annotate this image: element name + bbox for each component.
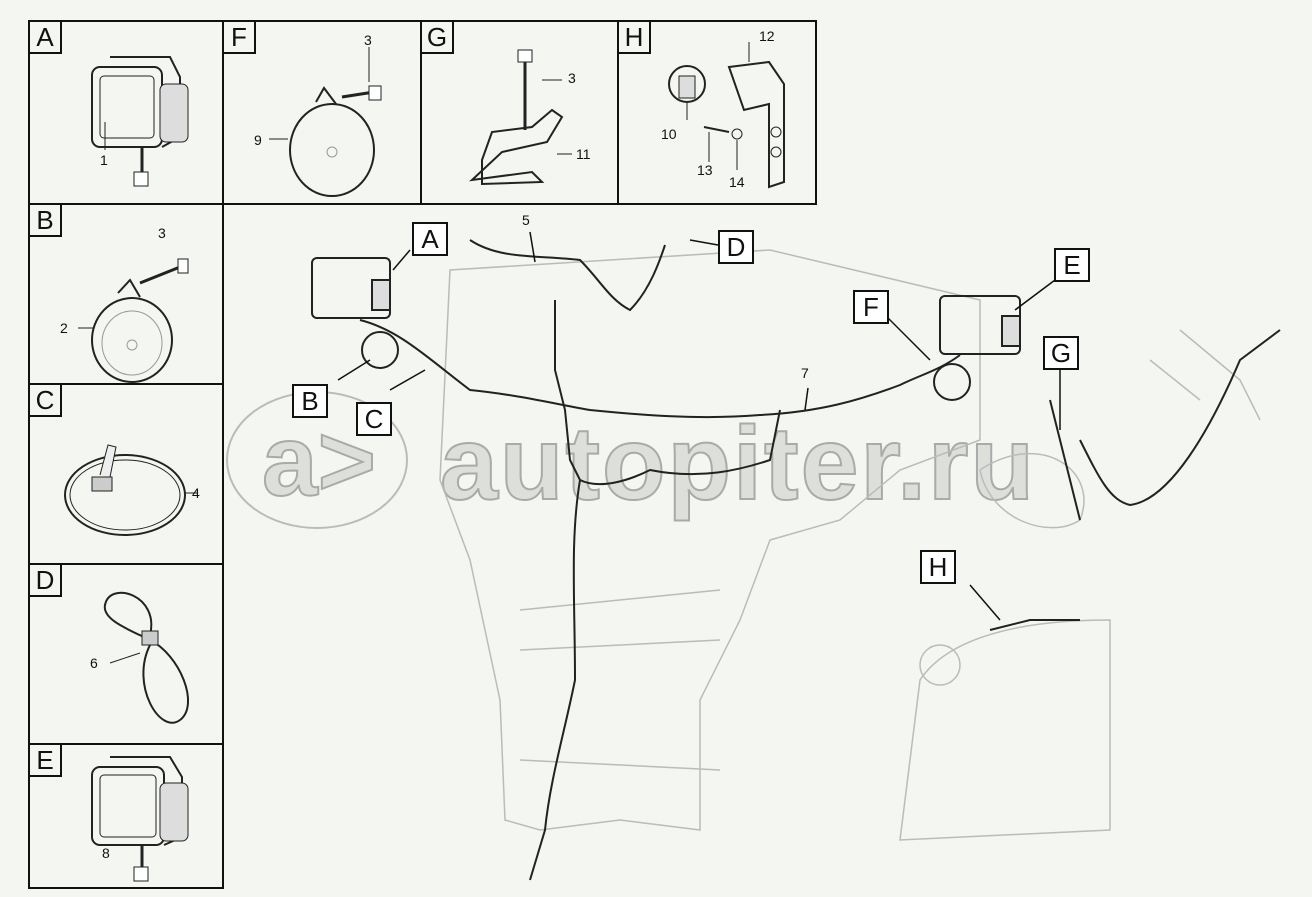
part-number: 12 [759, 28, 775, 44]
cable-tie-icon [64, 444, 198, 536]
callout-c: C [356, 402, 392, 436]
bracket-icon [469, 49, 572, 186]
callout-h: H [920, 550, 956, 584]
panel-f: F 3 9 [222, 20, 422, 205]
callout-b: B [292, 384, 328, 418]
part-number: 9 [254, 132, 262, 148]
watermark-logo-icon: a> [226, 391, 408, 529]
panel-tag: B [28, 203, 62, 237]
work-light-icon [91, 756, 189, 882]
part-number: 3 [364, 32, 372, 48]
work-light-icon [91, 56, 189, 187]
part-number: 8 [102, 845, 110, 861]
horn-icon [78, 258, 189, 383]
bracket-assembly-icon [668, 42, 785, 189]
part-number: 3 [568, 70, 576, 86]
panel-tag: D [28, 563, 62, 597]
horn-icon [269, 47, 382, 197]
part-number: 3 [158, 225, 166, 241]
part-number: 6 [90, 655, 98, 671]
part-number: 1 [100, 152, 108, 168]
callout-a: A [412, 222, 448, 256]
double-clamp-icon [103, 591, 190, 724]
panel-h: H 12 10 13 14 [617, 20, 817, 205]
panel-tag: G [420, 20, 454, 54]
panel-tag: E [28, 743, 62, 777]
part-number: 2 [60, 320, 68, 336]
panel-tag: H [617, 20, 651, 54]
watermark-text: autopiter.ru [439, 405, 1037, 523]
panel-a: A 1 [28, 20, 224, 205]
part-number: 13 [697, 162, 713, 178]
panel-e: E 8 [28, 743, 224, 889]
panel-tag: F [222, 20, 256, 54]
panel-tag: C [28, 383, 62, 417]
panel-d: D 6 [28, 563, 224, 745]
callout-f: F [853, 290, 889, 324]
part-number: 11 [576, 146, 591, 162]
part-number-5: 5 [522, 212, 530, 228]
part-number: 14 [729, 174, 745, 190]
panel-g: G 3 11 [420, 20, 619, 205]
panel-tag: A [28, 20, 62, 54]
part-number: 10 [661, 126, 677, 142]
callout-d: D [718, 230, 754, 264]
part-number: 4 [192, 485, 200, 501]
panel-c: C 4 [28, 383, 224, 565]
work-light-a [311, 257, 391, 319]
callout-e: E [1054, 248, 1090, 282]
part-number-7: 7 [801, 365, 809, 381]
panel-b: B 3 2 [28, 203, 224, 385]
callout-g: G [1043, 336, 1079, 370]
